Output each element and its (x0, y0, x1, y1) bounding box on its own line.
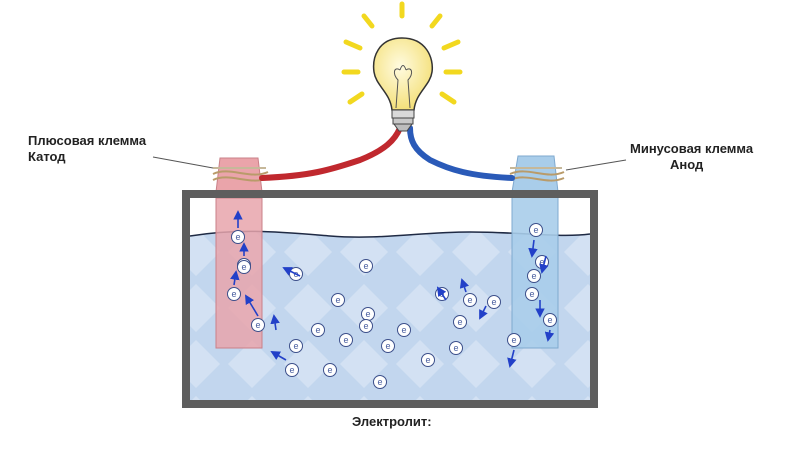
cathode-leader-line (152, 156, 214, 169)
electron-10: e (285, 363, 299, 377)
electron-30: e (507, 333, 521, 347)
electron-8: e (311, 323, 325, 337)
electron-27: e (527, 269, 541, 283)
svg-text:e: e (425, 355, 430, 365)
svg-text:e: e (289, 365, 294, 375)
svg-text:e: e (255, 320, 260, 330)
electron-arrow-14 (544, 329, 555, 342)
svg-text:e: e (453, 343, 458, 353)
svg-text:e: e (385, 341, 390, 351)
svg-text:e: e (539, 257, 544, 267)
electron-arrow-9 (479, 305, 488, 320)
svg-text:e: e (235, 232, 240, 242)
svg-text:e: e (529, 289, 534, 299)
electron-21: e (487, 295, 501, 309)
cathode-label-line1: Плюсовая клемма (28, 133, 147, 148)
electron-16: e (397, 323, 411, 337)
svg-text:e: e (547, 315, 552, 325)
electron-9: e (289, 339, 303, 353)
cathode-label: Плюсовая клемма Катод (28, 133, 146, 165)
svg-text:e: e (363, 261, 368, 271)
electron-14: e (359, 319, 373, 333)
electron-arrow-5 (270, 314, 280, 331)
anode-leader-line (565, 159, 627, 171)
electron-24: e (373, 375, 387, 389)
cathode-label-line2: Катод (28, 149, 66, 164)
svg-text:e: e (491, 297, 496, 307)
electron-11: e (323, 363, 337, 377)
svg-text:e: e (531, 271, 536, 281)
svg-text:e: e (327, 365, 332, 375)
electron-arrow-11 (528, 239, 538, 258)
electron-25: e (529, 223, 543, 237)
arrows-group (230, 210, 555, 368)
light-bulb-icon (341, 1, 463, 132)
electron-7: e (331, 293, 345, 307)
svg-text:e: e (335, 295, 340, 305)
electron-arrow-3 (230, 270, 240, 286)
negative-wire (407, 125, 515, 181)
electron-arrow-15 (507, 349, 517, 368)
anode-label-line1: Минусовая клемма (630, 141, 754, 156)
electron-arrow-10 (436, 286, 447, 301)
electron-19: e (453, 315, 467, 329)
anode-label-line2: Анод (670, 157, 704, 172)
electron-26: e (535, 255, 549, 269)
electron-arrow-8 (459, 278, 469, 293)
svg-text:e: e (533, 225, 538, 235)
electron-arrow-4 (245, 294, 259, 317)
svg-text:e: e (457, 317, 462, 327)
electron-1: e (231, 230, 245, 244)
electron-28: e (525, 287, 539, 301)
electron-12: e (339, 333, 353, 347)
electrons-group: eeeeeeeeeeeeeeeeeeeeeeeeeeeeee (227, 223, 557, 389)
electron-arrow-6 (270, 351, 287, 361)
svg-text:e: e (363, 321, 368, 331)
electron-4: e (251, 318, 265, 332)
svg-text:e: e (401, 325, 406, 335)
electron-13: e (361, 307, 375, 321)
svg-text:e: e (343, 335, 348, 345)
electron-15: e (381, 339, 395, 353)
anode-label: Минусовая клемма Анод (630, 141, 753, 173)
electron-arrow-7 (282, 267, 301, 277)
electron-23: e (359, 259, 373, 273)
svg-text:e: e (365, 309, 370, 319)
positive-wire (259, 125, 403, 181)
svg-text:e: e (231, 289, 236, 299)
battery-container (182, 190, 598, 408)
electrolyte-label: Электролит: (352, 414, 432, 429)
electron-17: e (421, 353, 435, 367)
svg-text:e: e (293, 341, 298, 351)
anode-terminal (509, 155, 565, 193)
cathode-terminal (212, 157, 269, 193)
electron-20: e (463, 293, 477, 307)
electron-3: e (227, 287, 241, 301)
svg-text:e: e (467, 295, 472, 305)
electron-arrow-12 (539, 255, 549, 274)
svg-text:e: e (377, 377, 382, 387)
svg-text:e: e (241, 262, 246, 272)
svg-text:e: e (315, 325, 320, 335)
electron-18: e (449, 341, 463, 355)
svg-text:e: e (511, 335, 516, 345)
electron-5: e (237, 260, 251, 274)
electron-29: e (543, 313, 557, 327)
